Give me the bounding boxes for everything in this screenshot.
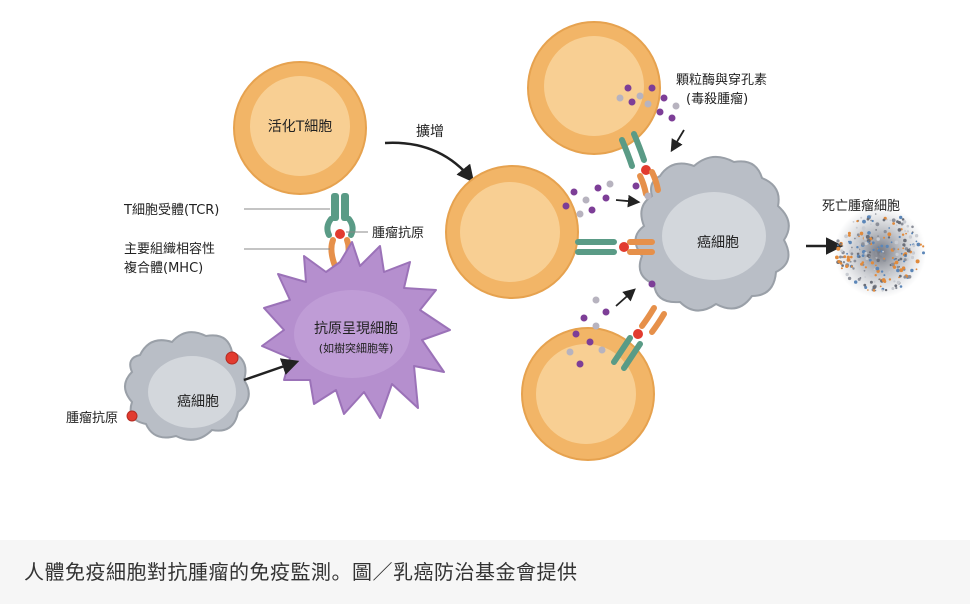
tcr-mhc-complex-middle	[575, 239, 655, 255]
arrow-granules-top	[670, 129, 685, 153]
cancer-cell-left-label: 癌細胞	[177, 394, 219, 410]
t-cell-top	[527, 21, 661, 155]
immune-surveillance-diagram: 活化T細胞 擴增 T細胞受體(TCR) 腫瘤抗原 主要組織相容性 複合體(MHC…	[66, 21, 926, 461]
activated-t-cell: 活化T細胞	[233, 61, 367, 195]
apc-label-line1: 抗原呈現細胞	[314, 321, 398, 337]
t-cell-bottom	[521, 327, 655, 461]
figure-caption: 人體免疫細胞對抗腫瘤的免疫監測。圖／乳癌防治基金會提供	[24, 560, 578, 584]
granules-middle	[562, 180, 652, 218]
dead-tumor-cell	[834, 206, 926, 298]
granules-bottom	[566, 280, 656, 368]
tumor-antigen-label-mid: 腫瘤抗原	[372, 225, 424, 241]
tcr-mhc-complex-bottom	[611, 305, 667, 371]
tumor-antigen-dot-left-top	[225, 351, 239, 365]
tcr-mhc-complex-top	[619, 131, 661, 197]
tumor-antigen-dot-left-bottom	[126, 410, 138, 422]
arrow-granules-middle	[615, 194, 641, 208]
tumor-antigen-label-left: 腫瘤抗原	[66, 410, 118, 426]
activated-t-cell-label: 活化T細胞	[268, 119, 333, 135]
tcr-label: T細胞受體(TCR)	[123, 203, 219, 218]
dead-tumor-cell-label: 死亡腫瘤細胞	[822, 198, 900, 214]
cancer-cell-right: 癌細胞	[634, 155, 790, 312]
cancer-cell-right-label: 癌細胞	[697, 235, 739, 251]
granzyme-label-line2: (毒殺腫瘤)	[686, 91, 748, 107]
apc-label-line2: (如樹突細胞等)	[319, 341, 394, 355]
expansion-label: 擴增	[416, 123, 444, 140]
tumor-antigen-dot-mid	[335, 229, 345, 239]
expansion-arrow: 擴增	[384, 123, 475, 183]
t-cell-middle	[445, 165, 579, 299]
granules-top	[616, 84, 680, 122]
arrow-granules-bottom	[615, 288, 636, 307]
mhc-label-line1: 主要組織相容性	[124, 241, 215, 257]
diagram-canvas: 活化T細胞 擴增 T細胞受體(TCR) 腫瘤抗原 主要組織相容性 複合體(MHC…	[66, 21, 926, 461]
mhc-label-line2: 複合體(MHC)	[124, 260, 203, 276]
arrow-cancer-to-apc	[243, 358, 300, 382]
granzyme-label-line1: 顆粒酶與穿孔素	[676, 72, 767, 88]
cancer-cell-left: 癌細胞	[124, 331, 250, 441]
caption-bar: 人體免疫細胞對抗腫瘤的免疫監測。圖／乳癌防治基金會提供	[0, 540, 970, 604]
antigen-presenting-cell: 抗原呈現細胞 (如樹突細胞等)	[261, 241, 451, 419]
